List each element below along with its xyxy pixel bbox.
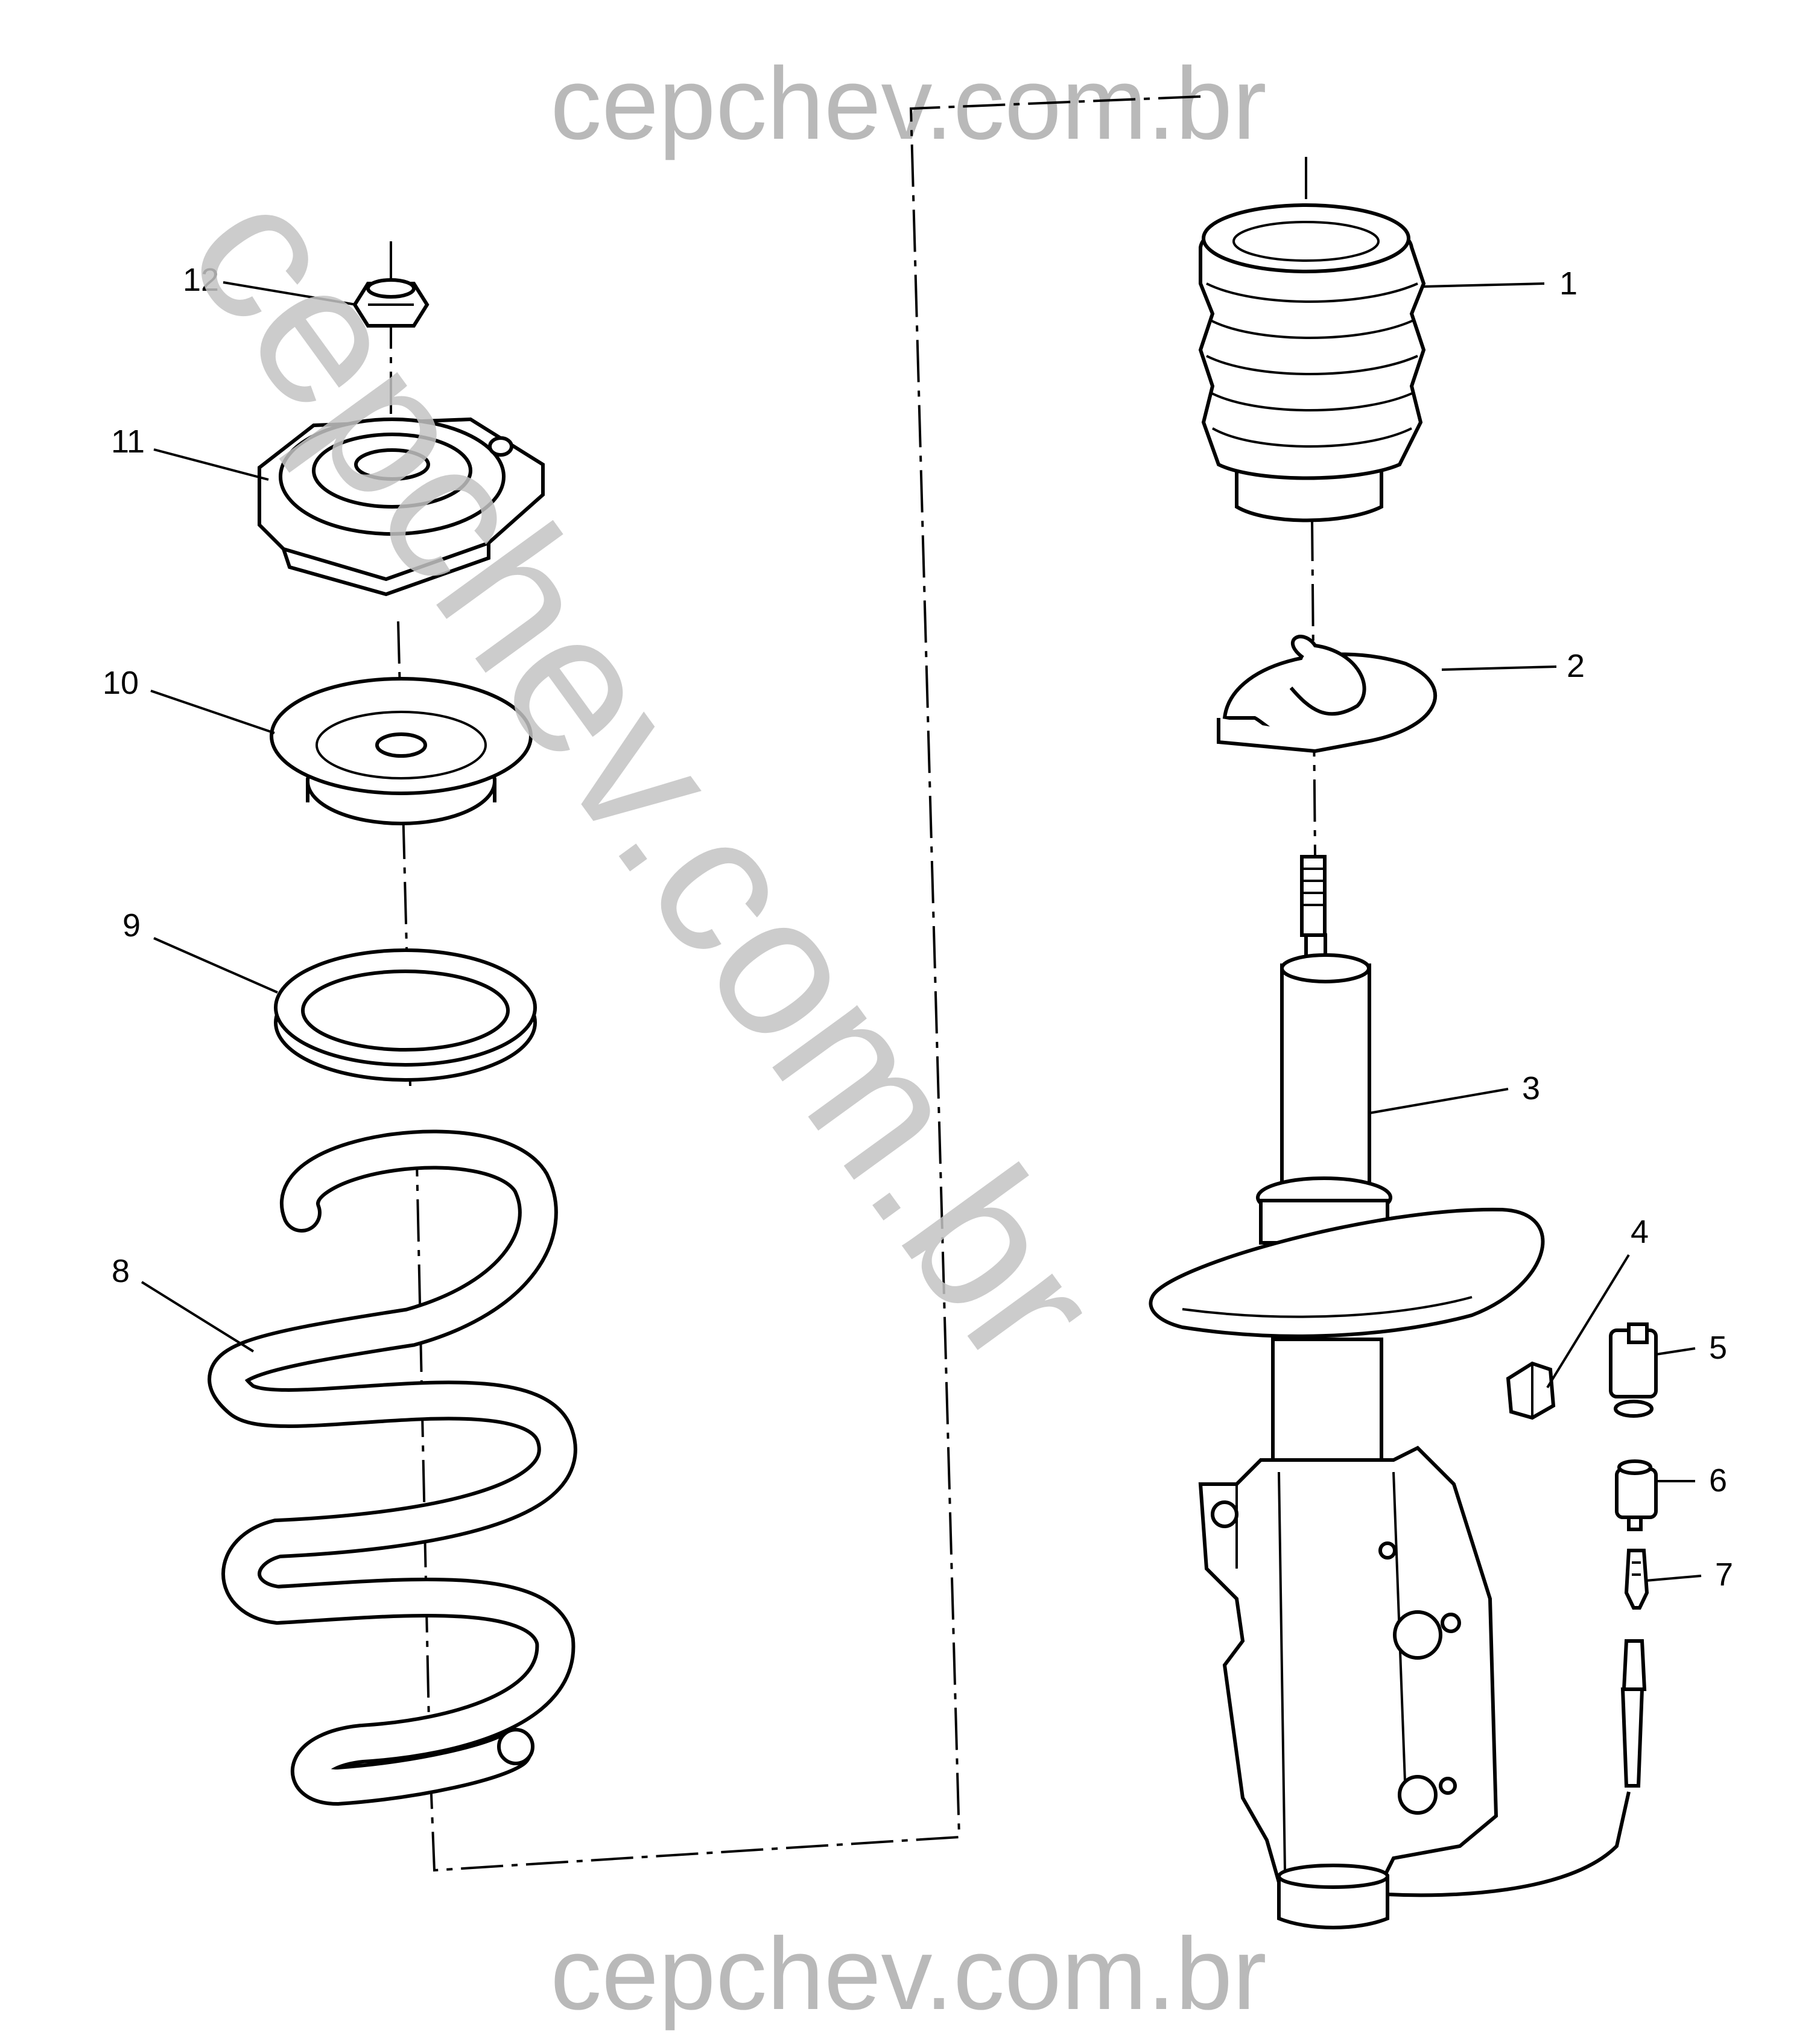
callout-12: 12 [183, 262, 219, 298]
part-1-dust-boot [1198, 203, 1426, 522]
part-4-clip [1506, 1361, 1556, 1420]
callout-1: 1 [1559, 265, 1578, 302]
callout-4: 4 [1631, 1214, 1649, 1250]
callout-6: 6 [1709, 1462, 1727, 1499]
part-8-coil-spring [208, 1129, 577, 1806]
callout-7: 7 [1715, 1557, 1733, 1593]
callout-8: 8 [112, 1253, 130, 1289]
part-3-strut-assembly [1149, 855, 1631, 1929]
part-7-terminal [1620, 1549, 1649, 1788]
part-10-upper-spring-seat [270, 677, 533, 825]
callout-leaders [141, 281, 1702, 1582]
callout-5: 5 [1709, 1330, 1727, 1366]
watermark-top: cepchev.com.br [550, 46, 1266, 161]
part-5-connector [1609, 1322, 1658, 1418]
callout-2: 2 [1567, 648, 1585, 684]
part-11-strut-mount [258, 417, 545, 597]
callout-9: 9 [122, 907, 141, 944]
part-6-connector-housing [1615, 1459, 1658, 1531]
callout-11: 11 [111, 424, 145, 460]
part-2-lower-insulator [1217, 635, 1437, 754]
callout-10: 10 [103, 665, 139, 701]
watermark-bottom: cepchev.com.br [550, 1917, 1266, 2031]
callout-3: 3 [1522, 1070, 1540, 1106]
part-9-spring-isolator [274, 948, 537, 1082]
